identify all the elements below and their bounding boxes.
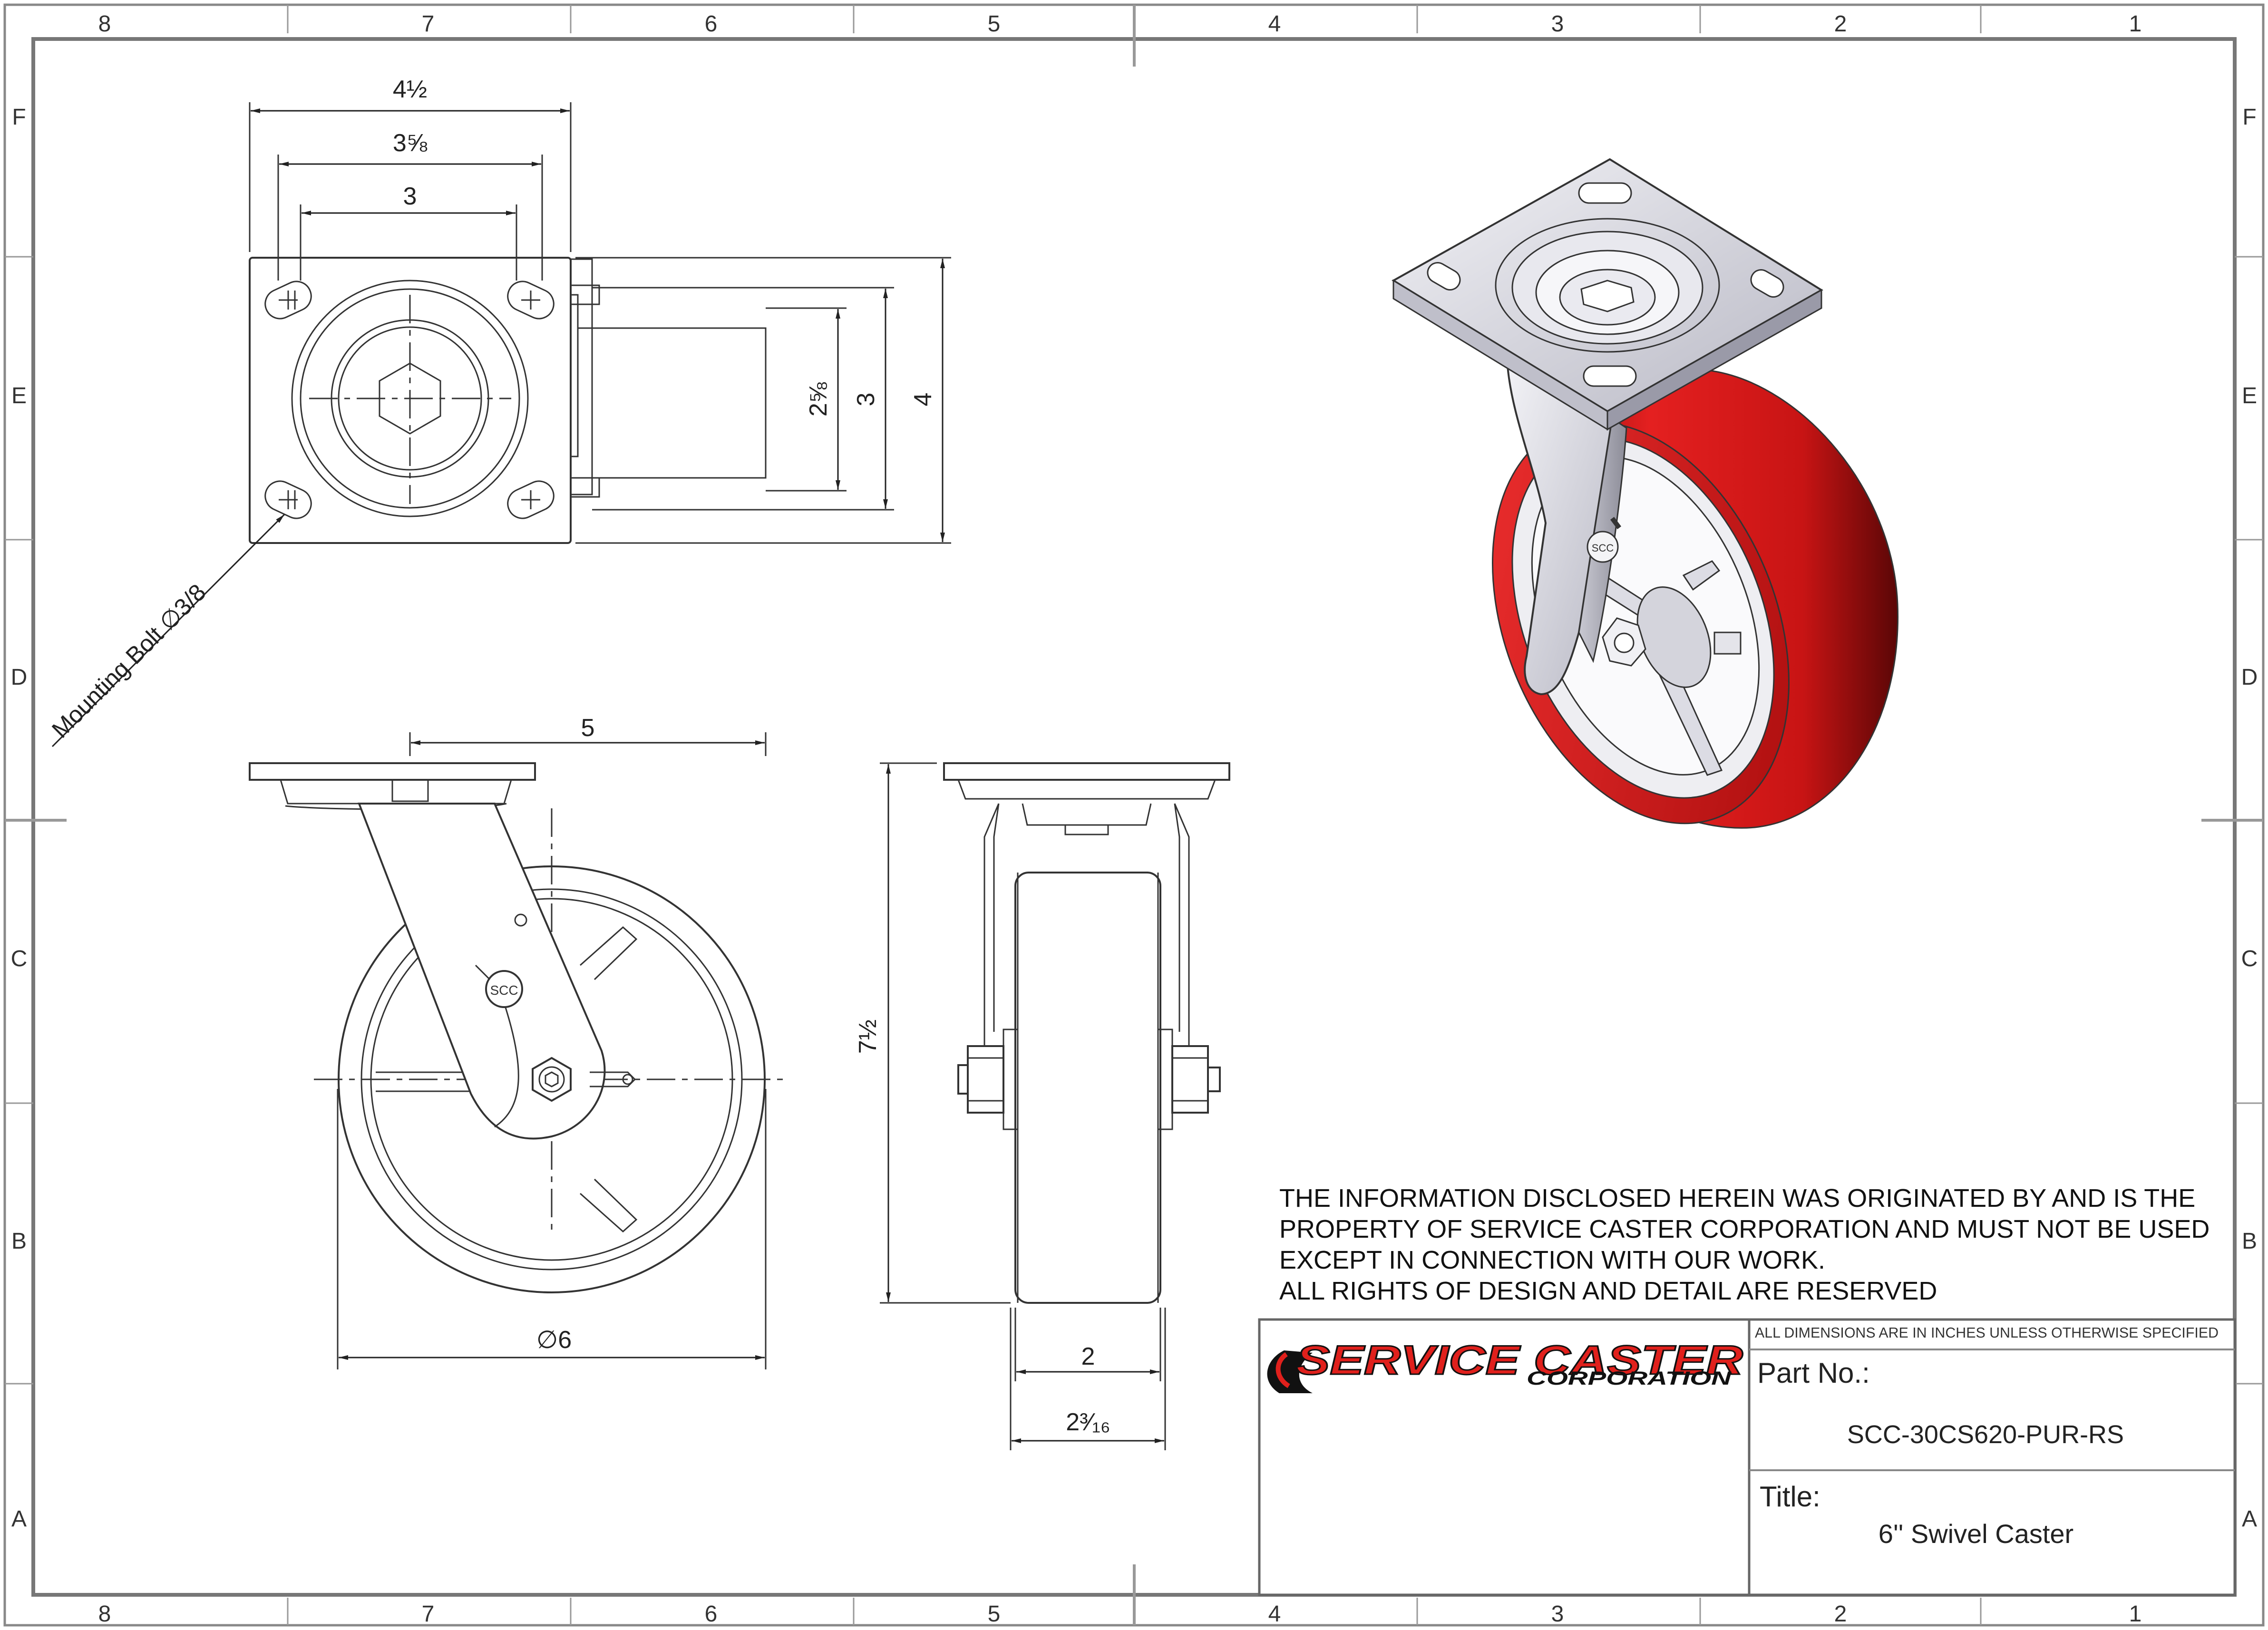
side-view: SCC ∅6 5 [249,714,789,1369]
dim-plate-height: 4 [909,393,937,407]
notice-line-2: PROPERTY OF SERVICE CASTER CORPORATION A… [1279,1215,2210,1243]
dim-hole-height: 3 [852,393,880,407]
row-label-right: E [2242,383,2257,408]
row-label-right: B [2242,1229,2257,1254]
dim-inner-height: 2⅝ [805,382,832,417]
col-label-bottom: 5 [988,1601,1001,1627]
col-label-top: 8 [98,11,111,37]
col-label-bottom: 7 [422,1601,435,1627]
col-label-top: 5 [988,11,1001,37]
mounting-slot [264,480,312,519]
scc-badge-iso [1587,531,1619,563]
sheet-border: 8 7 6 5 4 3 2 1 8 7 6 5 4 3 2 1 F E D C … [3,3,2265,1627]
dims-note: ALL DIMENSIONS ARE IN INCHES UNLESS OTHE… [1755,1324,2219,1341]
mounting-slot [264,281,312,320]
col-label-top: 4 [1268,11,1281,37]
wheel-front [1014,872,1161,1304]
dim-plate-width: 4½ [393,76,427,103]
row-label-right: F [2242,105,2256,130]
dim-wheel-width: 2 [1081,1343,1095,1370]
logo-sub-text: CORPORATION [1527,1368,1732,1389]
axle-nut [532,1057,572,1102]
mounting-bolt-callout: Mounting Bolt ∅3/8 [47,579,211,743]
col-label-top: 6 [705,11,718,37]
row-label-right: D [2241,665,2258,690]
mounting-slot [507,281,555,320]
scc-badge-text: SCC [490,983,518,998]
row-label-right: A [2242,1506,2257,1532]
col-label-bottom: 2 [1834,1601,1847,1627]
col-label-bottom: 4 [1268,1601,1281,1627]
logo-main-text: SERVICE CASTER [1296,1338,1743,1383]
front-view: 7½ 2 2³⁄₁₆ [854,762,1230,1450]
proprietary-notice: THE INFORMATION DISCLOSED HEREIN WAS ORI… [1279,1184,2210,1305]
col-label-top: 2 [1834,11,1847,37]
mounting-slot [507,480,555,519]
part-no-label: Part No.: [1757,1357,1870,1389]
title-block: SERVICE CASTER CORPORATION ALL DIMENSION… [1258,1318,2236,1596]
dim-slot-span: 3⅝ [393,129,428,157]
row-label-left: B [11,1229,27,1254]
top-view: 4½ 3⅝ 3 2⅝ 3 4 Mounting Bolt ∅3/8 [47,76,951,747]
scc-badge-iso-text: SCC [1592,542,1614,554]
row-label-left: C [11,946,28,971]
notice-line-3: EXCEPT IN CONNECTION WITH OUR WORK. [1279,1246,1825,1274]
company-logo: SERVICE CASTER CORPORATION [1267,1337,1744,1393]
title-value: 6'' Swivel Caster [1879,1519,2073,1549]
col-label-bottom: 3 [1551,1601,1564,1627]
dim-hub-width: 2³⁄₁₆ [1066,1408,1110,1436]
isometric-view: SCC [1392,158,1899,829]
col-label-bottom: 1 [2129,1601,2142,1627]
row-label-left: F [12,105,26,130]
col-label-top: 3 [1551,11,1564,37]
dim-overall-height: 7½ [854,1019,882,1054]
row-label-left: E [11,383,27,408]
notice-line-1: THE INFORMATION DISCLOSED HEREIN WAS ORI… [1279,1184,2195,1213]
row-label-left: D [11,665,28,690]
col-label-top: 7 [422,11,435,37]
dim-hole-span: 3 [403,183,417,210]
notice-line-4: ALL RIGHTS OF DESIGN AND DETAIL ARE RESE… [1279,1277,1937,1305]
row-label-right: C [2241,946,2258,971]
row-label-left: A [11,1506,27,1532]
dim-wheel-diameter: ∅6 [536,1326,572,1354]
dim-swivel-lead: 5 [581,714,595,742]
col-label-bottom: 6 [705,1601,718,1627]
col-label-bottom: 8 [98,1601,111,1627]
scc-badge-side [485,970,523,1008]
title-label: Title: [1760,1481,1820,1513]
col-label-top: 1 [2129,11,2142,37]
part-no-value: SCC-30CS620-PUR-RS [1847,1420,2124,1449]
